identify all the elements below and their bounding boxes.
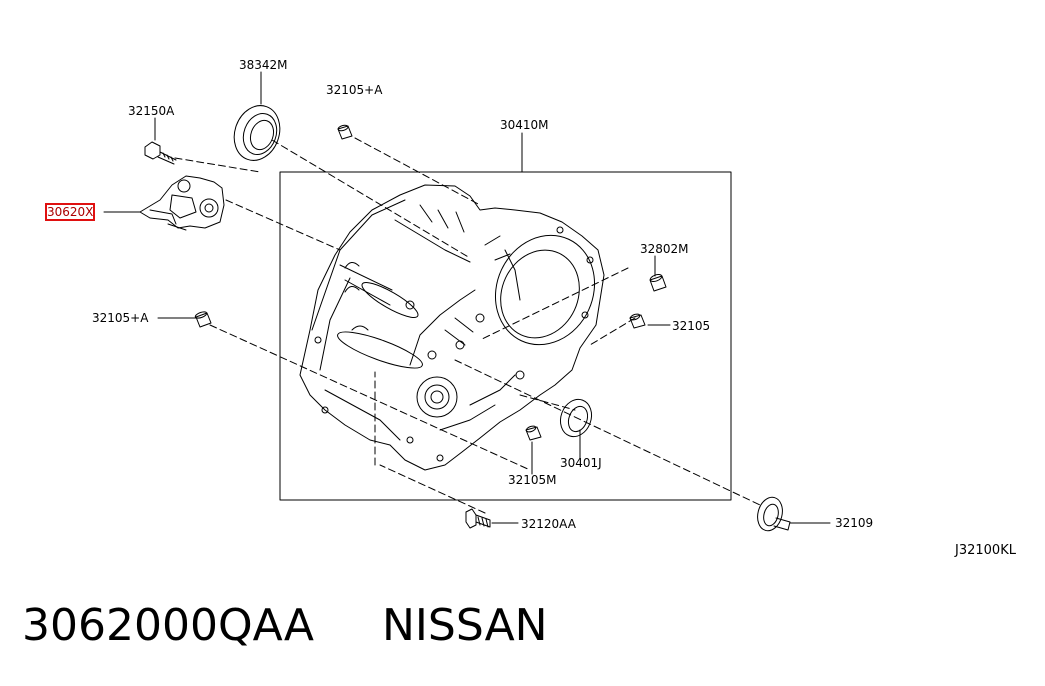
label-32105m[interactable]: 32105M bbox=[508, 473, 557, 487]
dowel-pin-left bbox=[194, 311, 212, 328]
label-38342m[interactable]: 38342M bbox=[239, 58, 288, 72]
label-32802m[interactable]: 32802M bbox=[640, 242, 689, 256]
dowel-pin-32105m bbox=[525, 425, 542, 441]
footer-title: 3062000QAA NISSAN bbox=[22, 598, 548, 654]
dowel-pin-32105 bbox=[629, 313, 646, 329]
label-32109[interactable]: 32109 bbox=[835, 516, 874, 530]
bolt-32120aa bbox=[465, 508, 491, 529]
label-32150a[interactable]: 32150A bbox=[128, 104, 175, 118]
diagram-code: J32100KL bbox=[955, 543, 1016, 558]
leader-lines bbox=[103, 71, 831, 524]
dowel-pin-top bbox=[337, 124, 353, 140]
brand-name: NISSAN bbox=[382, 600, 548, 651]
label-30620x-highlighted[interactable]: 30620X bbox=[44, 203, 96, 221]
oil-seal-38342m bbox=[233, 105, 281, 161]
label-32120aa[interactable]: 32120AA bbox=[521, 517, 576, 531]
label-30401j[interactable]: 30401J bbox=[560, 456, 602, 470]
drain-plug-32109 bbox=[757, 496, 791, 532]
label-32105[interactable]: 32105 bbox=[672, 319, 711, 333]
oil-seal-30401j bbox=[559, 398, 593, 438]
assembly-frame bbox=[279, 171, 732, 501]
dowel-pin-32802m bbox=[649, 274, 667, 292]
label-32105a-top[interactable]: 32105+A bbox=[326, 83, 383, 97]
part-number: 3062000QAA bbox=[22, 600, 315, 651]
label-30410m[interactable]: 30410M bbox=[500, 118, 549, 132]
transmission-case-30410m bbox=[299, 184, 605, 471]
bolt-32150a bbox=[144, 141, 177, 165]
bracket-30620x bbox=[139, 175, 225, 231]
label-32105a-left[interactable]: 32105+A bbox=[92, 311, 149, 325]
